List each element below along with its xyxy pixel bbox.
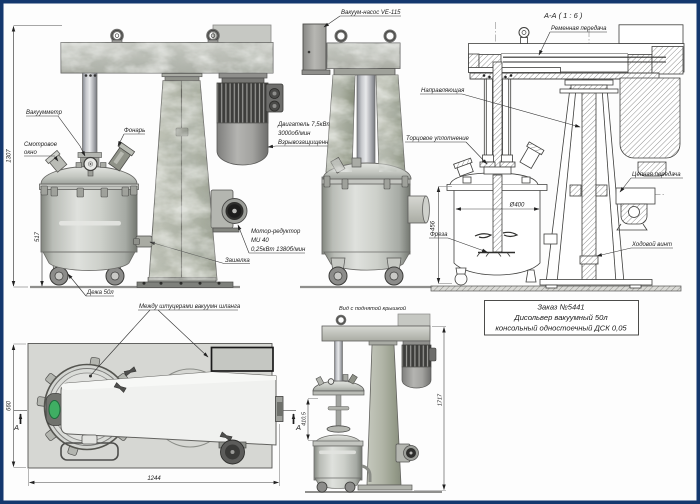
svg-text:Зашелка: Зашелка (225, 258, 250, 264)
svg-text:MU 40: MU 40 (251, 238, 269, 244)
svg-text:Заказ №5441: Заказ №5441 (537, 303, 584, 312)
svg-text:Смотровое: Смотровое (24, 142, 58, 148)
svg-text:Между штуцерами вакуумн шланга: Между штуцерами вакуумн шланга (139, 304, 241, 310)
svg-text:А-А ( 1 : 6 ): А-А ( 1 : 6 ) (543, 11, 583, 20)
svg-text:Цепная передача: Цепная передача (632, 172, 681, 178)
svg-text:Ременная передача: Ременная передача (551, 26, 607, 32)
svg-text:окно: окно (24, 150, 37, 156)
svg-text:1244: 1244 (147, 476, 161, 482)
svg-text:Взрывозащищенный: Взрывозащищенный (278, 139, 337, 146)
svg-text:1307: 1307 (7, 149, 13, 163)
svg-text:Мотор-редуктор: Мотор-редуктор (251, 229, 301, 235)
svg-text:Торцовое уплотнение: Торцовое уплотнение (406, 136, 470, 142)
svg-text:0,25кВт 1380б/мин: 0,25кВт 1380б/мин (251, 247, 306, 253)
svg-text:Ø400: Ø400 (509, 203, 525, 209)
svg-text:Ходовой винт: Ходовой винт (631, 241, 672, 248)
svg-text:А: А (295, 423, 301, 432)
svg-text:456: 456 (431, 220, 437, 231)
svg-text:Двигатель 7,5кВт: Двигатель 7,5кВт (277, 122, 331, 128)
svg-text:консольный одностоечный ДСК 0,: консольный одностоечный ДСК 0,05 (495, 324, 627, 333)
svg-text:517: 517 (35, 231, 41, 242)
svg-text:Направляющая: Направляющая (421, 88, 465, 94)
svg-text:Фреза: Фреза (430, 232, 448, 238)
svg-text:1717: 1717 (438, 393, 444, 406)
svg-text:Вакуум-насос VE-115: Вакуум-насос VE-115 (341, 10, 401, 16)
svg-text:660: 660 (7, 400, 13, 411)
svg-text:Вакуумметр: Вакуумметр (26, 110, 63, 116)
svg-text:410,5: 410,5 (302, 411, 308, 426)
svg-text:Вид с поднятой крышкой: Вид с поднятой крышкой (339, 305, 406, 312)
svg-text:Дежа 50л: Дежа 50л (86, 290, 114, 296)
svg-text:Фонарь: Фонарь (124, 128, 145, 134)
svg-text:3000об/мин: 3000об/мин (278, 131, 311, 137)
svg-text:Дисольвер вакуумный 50л: Дисольвер вакуумный 50л (513, 313, 608, 322)
svg-text:А: А (13, 423, 19, 432)
